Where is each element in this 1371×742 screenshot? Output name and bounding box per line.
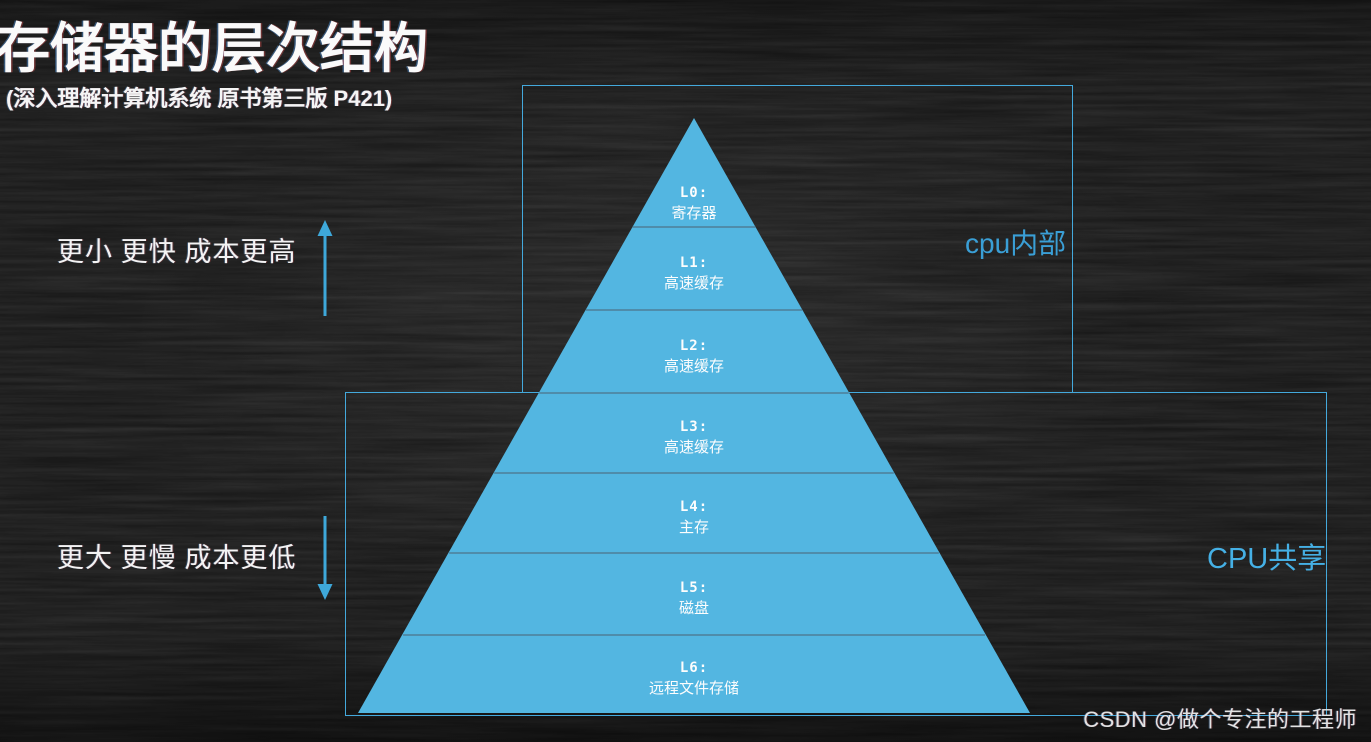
level-code: L3:: [679, 419, 709, 435]
level-name: 寄存器: [671, 205, 717, 222]
cpu-shared-label: CPU共享: [1207, 543, 1327, 575]
level-label-l0: L0: 寄存器: [574, 183, 814, 224]
page-subtitle: (深入理解计算机系统 原书第三版 P421): [6, 86, 393, 112]
level-code: L2:: [679, 338, 709, 354]
annotation-smaller-faster: 更小 更快 成本更高: [57, 237, 297, 267]
csdn-watermark: CSDN @做个专注的工程师: [1083, 707, 1357, 732]
level-name: 主存: [678, 519, 709, 536]
level-label-l1: L1: 高速缓存: [574, 253, 814, 294]
level-code: L6:: [679, 660, 709, 676]
up-arrow-icon: [317, 220, 333, 316]
down-arrow-icon: [317, 516, 333, 600]
level-code: L0:: [679, 185, 709, 201]
page-title: 存储器的层次结构: [0, 19, 428, 79]
level-label-l4: L4: 主存: [574, 497, 814, 538]
level-code: L4:: [679, 499, 709, 515]
cpu-internal-label: cpu内部: [965, 228, 1067, 259]
level-label-l5: L5: 磁盘: [574, 578, 814, 619]
title-block: 存储器的层次结构 (深入理解计算机系统 原书第三版 P421): [0, 19, 428, 113]
level-label-l6: L6: 远程文件存储: [574, 658, 814, 699]
level-code: L5:: [679, 580, 709, 596]
level-label-l2: L2: 高速缓存: [574, 336, 814, 377]
level-name: 高速缓存: [663, 439, 724, 456]
level-name: 高速缓存: [663, 358, 724, 375]
annotation-bigger-slower: 更大 更慢 成本更低: [57, 543, 297, 573]
level-name: 磁盘: [678, 600, 709, 617]
level-name: 远程文件存储: [648, 680, 739, 697]
level-name: 高速缓存: [663, 275, 724, 292]
level-label-l3: L3: 高速缓存: [574, 417, 814, 458]
level-code: L1:: [679, 255, 709, 271]
cpu-shared-region-box: [345, 392, 1327, 716]
